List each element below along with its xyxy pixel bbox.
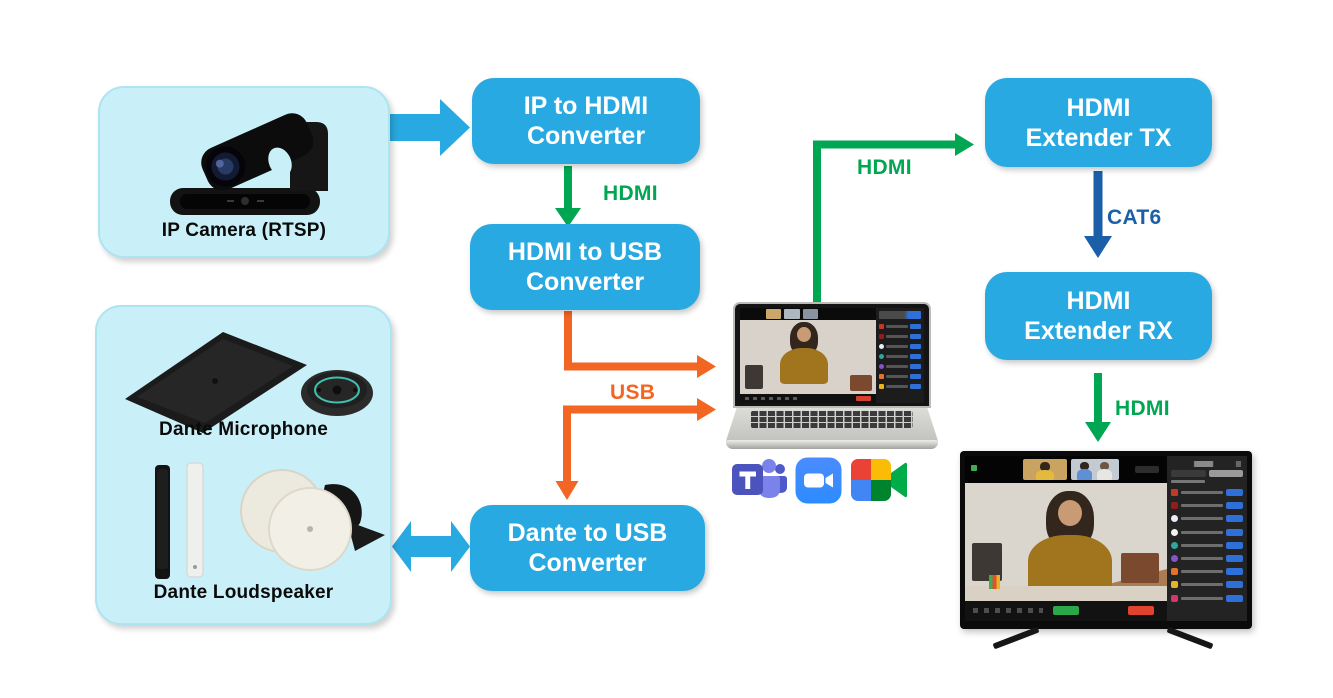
node-line: Dante to USB	[507, 519, 668, 547]
node-line: HDMI to USB	[507, 238, 663, 266]
apps-panel	[1167, 456, 1247, 621]
hdmi-arrow-rx-tv	[1085, 373, 1111, 442]
node-dante-to-usb-converter: Dante to USB Converter	[470, 505, 705, 591]
label-hdmi-rx-tv: HDMI	[1115, 397, 1170, 420]
laptop-bezel	[735, 304, 929, 406]
tv-leg-left	[992, 626, 1040, 650]
node-ip-to-hdmi-converter: IP to HDMI Converter	[472, 78, 700, 164]
toolbar-icons	[973, 608, 1043, 613]
label-cat6: CAT6	[1107, 206, 1162, 229]
laptop-base	[726, 440, 938, 449]
node-line: HDMI	[1066, 93, 1131, 122]
label-usb: USB	[610, 381, 656, 404]
speaker-person	[776, 322, 832, 392]
puck-mic-illustration	[301, 370, 373, 416]
panel-header	[879, 311, 921, 319]
desk	[965, 586, 1167, 601]
share-screen-button	[1053, 606, 1079, 615]
dante-double-arrow	[392, 521, 470, 572]
tv-call-video	[965, 456, 1167, 621]
panel-tabs	[1171, 470, 1243, 477]
node-line: HDMI	[1066, 287, 1131, 315]
ptz-camera-illustration	[170, 113, 328, 215]
ceiling-speaker-illustration	[240, 469, 385, 571]
keyboard	[751, 411, 913, 428]
gallery-strip	[740, 308, 876, 320]
tv-main-video	[965, 483, 1167, 601]
gallery-strip	[965, 456, 1167, 483]
section-label	[1171, 480, 1205, 483]
participant-thumb	[1071, 459, 1119, 480]
end-call-button	[1128, 606, 1154, 615]
hdmi-arrow-laptop-tx	[813, 133, 974, 303]
node-line: Converter	[525, 268, 645, 296]
tv-leg-right	[1166, 626, 1214, 650]
ceiling-mic-illustration	[125, 332, 307, 433]
view-button	[1135, 466, 1159, 473]
dante-devices-illustration	[125, 332, 385, 579]
speaker-person	[1020, 491, 1120, 593]
tv-frame	[960, 451, 1252, 629]
node-hdmi-extender-tx: HDMI Extender TX	[985, 78, 1212, 167]
meeting-toolbar	[740, 394, 876, 403]
label-hdmi-laptop-tx: HDMI	[857, 156, 912, 179]
laptop	[726, 302, 938, 449]
desk-items	[989, 575, 1003, 589]
column-speakers-illustration	[155, 462, 204, 579]
participants-panel	[876, 308, 924, 403]
fireplace-decor	[972, 543, 1002, 581]
node-hdmi-to-usb-converter: HDMI to USB Converter	[470, 224, 700, 310]
participant-thumb	[1023, 459, 1067, 480]
laptop-screen	[740, 308, 924, 403]
meeting-toolbar	[965, 601, 1167, 621]
tv-display	[960, 451, 1252, 650]
dante-microphone-label: Dante Microphone	[159, 419, 328, 440]
node-line: Extender RX	[1024, 317, 1173, 345]
laptop-keyboard-deck	[726, 408, 938, 441]
meeting-apps	[731, 456, 908, 504]
hdmi-arrow-converters	[555, 166, 581, 227]
microsoft-teams-icon	[732, 459, 787, 498]
node-line: IP to HDMI	[523, 92, 649, 120]
camera-to-converter-arrow	[373, 99, 470, 156]
toolbar-icons	[745, 397, 797, 400]
fireplace-decor	[745, 365, 763, 389]
usb-arrow-video	[564, 311, 716, 378]
label-hdmi-converters: HDMI	[603, 182, 658, 205]
apps-list	[1171, 486, 1243, 605]
dante-audio-box: Dante Microphone Dante Loudspeaker	[95, 305, 392, 625]
zoom-icon	[795, 457, 842, 503]
ip-camera-label: IP Camera (RTSP)	[161, 220, 327, 241]
dresser-decor	[850, 375, 872, 391]
node-line: Converter	[528, 549, 647, 577]
usb-arrow-audio	[555, 398, 716, 500]
node-line: Extender TX	[1025, 123, 1172, 152]
node-line: Converter	[526, 122, 646, 150]
laptop-lid	[733, 302, 931, 408]
cat6-arrow	[1084, 171, 1112, 258]
dresser-decor	[1121, 553, 1159, 583]
laptop-call-video	[740, 308, 876, 403]
dante-loudspeaker-label: Dante Loudspeaker	[153, 582, 334, 603]
panel-header	[1173, 461, 1241, 467]
node-hdmi-extender-rx: HDMI Extender RX	[985, 272, 1212, 360]
tv-screen	[965, 456, 1247, 621]
google-meet-icon	[851, 459, 907, 501]
ip-camera-box: IP Camera (RTSP)	[98, 86, 390, 258]
record-indicator	[971, 465, 977, 471]
end-call-button	[856, 396, 871, 401]
